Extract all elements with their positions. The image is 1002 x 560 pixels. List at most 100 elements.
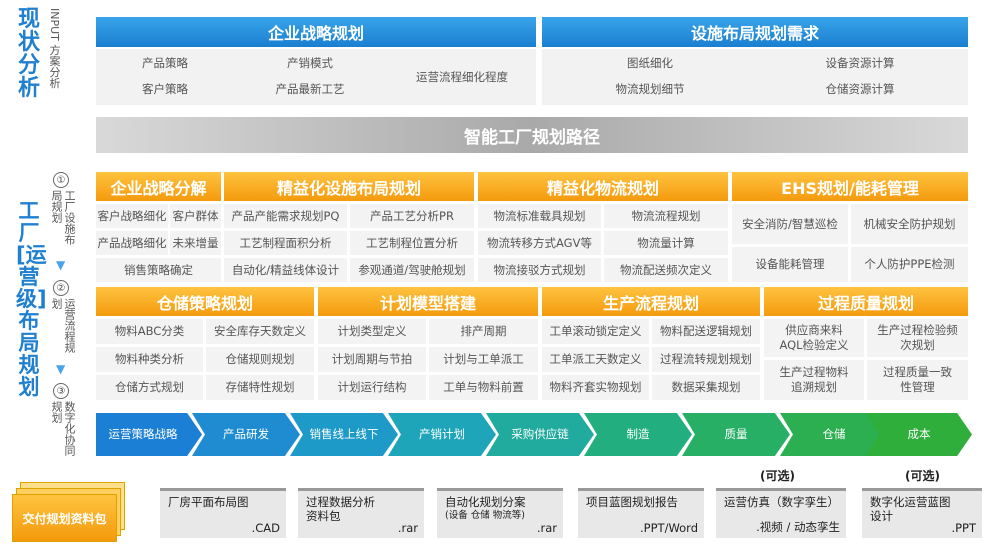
row2-plan-item: 排产周期 <box>429 319 538 344</box>
flow-step: 销售线上线下 <box>290 413 398 456</box>
step-1-label: 工厂设施布局规划 <box>50 190 76 245</box>
row1-logistics-item: 物流流程规划 <box>604 204 728 228</box>
flow-step: 质量 <box>682 413 790 456</box>
row2-production-item: 过程流转规划规划 <box>652 347 760 372</box>
input-left-item: 产销模式 <box>287 55 333 70</box>
row2-warehouse-item: 仓储规则规划 <box>206 347 314 372</box>
input-right-item: 物流规划细节 <box>615 81 685 96</box>
step-3-number: ③ <box>53 383 69 399</box>
flow-step: 采购供应链 <box>486 413 594 456</box>
row2-plan-item: 计划周期与节拍 <box>318 347 426 372</box>
path-banner: 智能工厂规划路径 <box>96 117 968 153</box>
bottom-title: 工厂[运营级]布局规划 <box>16 199 47 399</box>
delivery-item-title: 过程数据分析资料包 <box>306 495 375 523</box>
step-arrow-down-icon: ▼ <box>56 362 66 376</box>
top-title: 现状分析 <box>17 7 40 101</box>
delivery-item-data: 过程数据分析资料包 .rar <box>298 488 424 538</box>
row2-plan-item: 工单与物料前置 <box>429 375 538 400</box>
top-subtitle: INPUT 方案分析 <box>48 8 61 89</box>
row1-facility-item: 自动化/精益线体设计 <box>224 258 347 282</box>
row2-plan-item: 计划与工单派工 <box>429 347 538 372</box>
optional-label: (可选) <box>760 469 795 483</box>
row2-quality-item: 生产过程检验频次规划 <box>867 319 968 357</box>
optional-label: (可选) <box>905 469 940 483</box>
row2-quality-item: 生产过程物料追溯规划 <box>764 360 864 400</box>
delivery-item-automation: 自动化规划分案 (设备 仓储 物流等) .rar <box>437 488 563 538</box>
delivery-item-ext: .视频 / 动态孪生 <box>756 520 840 534</box>
row1-logistics-item: 物流量计算 <box>604 231 728 255</box>
row2-production-item: 物料配送逻辑规划 <box>652 319 760 344</box>
delivery-item-title: 自动化规划分案 <box>445 495 526 509</box>
flow-step: 制造 <box>584 413 692 456</box>
delivery-item-ext: .PPT/Word <box>640 521 698 535</box>
row2-production-item: 数据采集规划 <box>652 375 760 400</box>
row1-strategy-item: 未来增量 <box>170 231 221 255</box>
row2-quality-item: 供应商来料AQL检验定义 <box>764 319 864 357</box>
delivery-item-ext: .rar <box>397 521 418 535</box>
flow-step: 成本 <box>866 413 972 456</box>
row2-header-warehouse: 仓储策略规划 <box>96 287 314 316</box>
flow-step: 仓储 <box>780 413 888 456</box>
delivery-item-title: 运营仿真（数字孪生） <box>724 495 839 509</box>
row1-strategy-item: 产品战略细化 <box>96 231 168 255</box>
row1-ehs-item: 机械安全防护规划 <box>851 204 968 244</box>
delivery-item-cad: 厂房平面布局图 .CAD <box>160 488 286 538</box>
input-left-panel <box>96 49 536 105</box>
row2-header-plan: 计划模型搭建 <box>318 287 538 316</box>
delivery-item-title: 数字化运营蓝图设计 <box>870 495 951 523</box>
input-right-item: 仓储资源计算 <box>825 81 895 96</box>
delivery-item-title: 厂房平面布局图 <box>168 495 249 509</box>
delivery-item-simulation: 运营仿真（数字孪生） .视频 / 动态孪生 <box>716 488 846 538</box>
row2-plan-item: 计划类型定义 <box>318 319 426 344</box>
step-arrow-down-icon: ▼ <box>56 258 66 272</box>
row1-header-strategy: 企业战略分解 <box>96 172 221 201</box>
input-right-item: 图纸细化 <box>627 55 673 70</box>
delivery-package-label: 交付规划资料包 <box>12 494 117 542</box>
row1-facility-item: 工艺制程面积分析 <box>224 231 347 255</box>
delivery-item-report: 项目蓝图规划报告 .PPT/Word <box>578 488 704 538</box>
row1-strategy-item: 客户战略细化 <box>96 204 168 228</box>
row1-logistics-item: 物流配送频次定义 <box>604 258 728 282</box>
step-3-label: 数字化协同规划 <box>50 401 76 456</box>
row2-warehouse-item: 安全库存天数定义 <box>206 319 314 344</box>
input-left-header: 企业战略规划 <box>96 17 536 47</box>
row2-production-item: 物料齐套实物规划 <box>542 375 649 400</box>
delivery-item-ext: .PPT <box>951 521 976 535</box>
row1-facility-item: 产品产能需求规划PQ <box>224 204 347 228</box>
row2-warehouse-item: 物料ABC分类 <box>96 319 203 344</box>
row1-facility-item: 工艺制程位置分析 <box>350 231 474 255</box>
flow-step: 产品研发 <box>192 413 300 456</box>
row2-plan-item: 计划运行结构 <box>318 375 426 400</box>
row2-warehouse-item: 存储特性规划 <box>206 375 314 400</box>
row2-header-quality: 过程质量规划 <box>764 287 968 316</box>
input-left-item: 产品策略 <box>142 55 188 70</box>
input-right-header: 设施布局规划需求 <box>542 17 968 47</box>
row1-facility-item: 产品工艺分析PR <box>350 204 474 228</box>
flow-step: 产销计划 <box>388 413 496 456</box>
row2-production-item: 工单滚动锁定定义 <box>542 319 649 344</box>
row1-header-ehs: EHS规划/能耗管理 <box>732 172 968 201</box>
delivery-item-blueprint: 数字化运营蓝图设计 .PPT <box>862 488 982 538</box>
row1-ehs-item: 设备能耗管理 <box>732 247 848 282</box>
input-left-item: 产品最新工艺 <box>275 81 345 96</box>
delivery-item-title: 项目蓝图规划报告 <box>586 495 678 509</box>
row1-ehs-item: 个人防护PPE检测 <box>851 247 968 282</box>
row2-header-production: 生产流程规划 <box>542 287 760 316</box>
input-right-panel <box>542 49 968 105</box>
row1-logistics-item: 物流转移方式AGV等 <box>478 231 601 255</box>
delivery-item-ext: .rar <box>536 521 557 535</box>
flow-step: 运营策略战略 <box>96 413 202 456</box>
delivery-item-note: (设备 仓储 物流等) <box>445 510 525 521</box>
input-left-item: 客户策略 <box>142 81 188 96</box>
row1-strategy-item: 销售策略确定 <box>96 258 221 282</box>
row1-ehs-item: 安全消防/智慧巡检 <box>732 204 848 244</box>
input-right-item: 设备资源计算 <box>825 55 895 70</box>
row2-production-item: 工单派工天数定义 <box>542 347 649 372</box>
row1-header-facility: 精益化设施布局规划 <box>224 172 474 201</box>
input-left-item: 运营流程细化程度 <box>416 69 508 84</box>
row2-quality-item: 过程质量一致性管理 <box>867 360 968 400</box>
row2-warehouse-item: 物料种类分析 <box>96 347 203 372</box>
row1-header-logistics: 精益化物流规划 <box>478 172 728 201</box>
row2-warehouse-item: 仓储方式规划 <box>96 375 203 400</box>
row1-facility-item: 参观通道/驾驶舱规划 <box>350 258 474 282</box>
